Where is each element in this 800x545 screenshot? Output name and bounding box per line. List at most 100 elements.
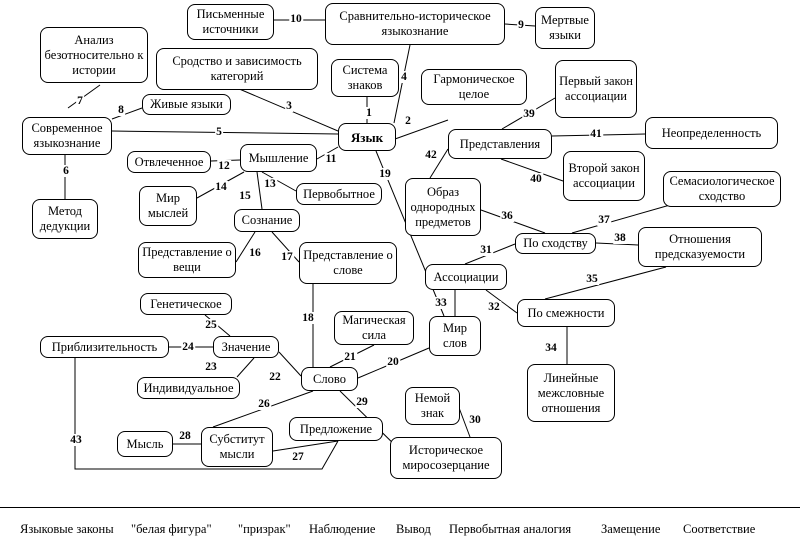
edge-line-30 — [457, 404, 471, 438]
edge-line-37 — [571, 204, 671, 234]
edge-line-27 — [272, 440, 339, 452]
edge-label: 8 — [117, 104, 125, 116]
node-soznanie[interactable]: Сознание — [234, 209, 300, 232]
node-srodstvo[interactable]: Сродство и зависимость категорий — [156, 48, 318, 90]
node-predstavleniya[interactable]: Представления — [448, 129, 552, 159]
edge-label: 6 — [62, 165, 70, 177]
footer-legend: Языковые законы "белая фигура" "призрак"… — [0, 507, 800, 545]
edge-label: 24 — [181, 341, 195, 353]
node-slovo[interactable]: Слово — [301, 367, 358, 391]
node-mir-slov[interactable]: Мир слов — [429, 316, 481, 356]
edge-label: 11 — [324, 153, 338, 165]
edge-label: 1 — [365, 107, 373, 119]
footer-item[interactable]: "призрак" — [238, 522, 291, 536]
edge-label: 40 — [529, 173, 543, 185]
node-substitut[interactable]: Субститут мысли — [201, 427, 273, 467]
node-assoc[interactable]: Ассоциации — [425, 264, 507, 290]
edge-line-17 — [271, 231, 300, 263]
footer-item[interactable]: Соответствие — [683, 522, 756, 536]
edge-line-5 — [111, 130, 339, 135]
node-vtoroi[interactable]: Второй закон ассоциации — [563, 151, 645, 201]
footer-item[interactable]: Наблюдение — [309, 522, 376, 536]
node-mysl[interactable]: Мысль — [117, 431, 173, 457]
edge-label: 22 — [268, 371, 282, 383]
edge-line-8 — [111, 107, 143, 120]
edge-line-38 — [595, 242, 639, 246]
edge-line-13 — [261, 171, 297, 192]
edge-label: 32 — [487, 301, 501, 313]
edge-line-35 — [544, 266, 667, 300]
node-semas[interactable]: Семасиологическое сходство — [663, 171, 781, 207]
edge-line-15 — [256, 171, 263, 210]
edge-line-32 — [485, 289, 518, 314]
edge-line-40 — [500, 158, 564, 182]
edge-label: 25 — [204, 319, 218, 331]
node-pervobytnoe[interactable]: Первобытное — [296, 183, 382, 205]
node-otnosheniya[interactable]: Отношения предсказуемости — [638, 227, 762, 267]
edge-label: 19 — [378, 168, 392, 180]
edge-line-42 — [429, 148, 449, 179]
edge-label: 5 — [215, 126, 223, 138]
edge-label: 23 — [204, 361, 218, 373]
node-po-smezh[interactable]: По смежности — [517, 299, 615, 327]
edge-line-4 — [393, 44, 411, 124]
node-sistema[interactable]: Система знаков — [331, 59, 399, 97]
edge-label: 12 — [217, 160, 231, 172]
edge-label: 7 — [76, 95, 84, 107]
edge-label: 36 — [500, 210, 514, 222]
edge-label: 3 — [285, 100, 293, 112]
edge-label: 10 — [289, 13, 303, 25]
node-predlozhenie[interactable]: Предложение — [289, 417, 383, 441]
edge-label: 38 — [613, 232, 627, 244]
node-priblizh[interactable]: Приблизительность — [40, 336, 169, 358]
node-otvl[interactable]: Отвлеченное — [127, 151, 211, 173]
node-pismennye[interactable]: Письменные источники — [187, 4, 274, 40]
node-lineinye[interactable]: Линейные межсловные отношения — [527, 364, 615, 422]
edge-label: 35 — [585, 273, 599, 285]
node-sovrem[interactable]: Современное языкознание — [22, 117, 112, 155]
node-mertvye[interactable]: Мертвые языки — [535, 7, 595, 49]
node-metod[interactable]: Метод дедукции — [32, 199, 98, 239]
node-indiv[interactable]: Индивидуальное — [137, 377, 240, 399]
node-sravn[interactable]: Сравнительно-историческое языкознание — [325, 3, 505, 45]
node-znachenie[interactable]: Значение — [213, 336, 279, 358]
edge-label: 42 — [424, 149, 438, 161]
node-analiz[interactable]: Анализ безотносительно к истории — [40, 27, 148, 83]
footer-item[interactable]: Вывод — [396, 522, 431, 536]
node-mir-myslei[interactable]: Мир мыслей — [139, 186, 197, 226]
node-pervyi[interactable]: Первый закон ассоциации — [555, 60, 637, 118]
edge-label: 13 — [263, 178, 277, 190]
node-istor[interactable]: Историческое миросозерцание — [390, 437, 502, 479]
edge-label: 34 — [544, 342, 558, 354]
edge-label: 14 — [214, 181, 228, 193]
edge-label: 28 — [178, 430, 192, 442]
node-predst-veschi[interactable]: Представление о вещи — [138, 242, 236, 278]
edge-label: 27 — [291, 451, 305, 463]
node-yazyk[interactable]: Язык — [338, 123, 396, 151]
footer-item[interactable]: Замещение — [601, 522, 661, 536]
edge-line-22 — [278, 351, 302, 377]
edge-label: 20 — [386, 356, 400, 368]
node-nemoi[interactable]: Немой знак — [405, 387, 460, 425]
node-neopr[interactable]: Неопределенность — [645, 117, 778, 149]
edge-label: 17 — [280, 251, 294, 263]
edge-label: 39 — [522, 108, 536, 120]
node-zhivye[interactable]: Живые языки — [142, 94, 231, 115]
edge-label: 37 — [597, 214, 611, 226]
footer-item[interactable]: "белая фигура" — [131, 522, 212, 536]
edge-label: 29 — [355, 396, 369, 408]
edge-label: 15 — [238, 190, 252, 202]
node-po-shodstvu[interactable]: По сходству — [515, 233, 596, 254]
node-predst-slove[interactable]: Представление о слове — [299, 242, 397, 284]
node-garmon[interactable]: Гармоническое целое — [421, 69, 527, 105]
node-magich[interactable]: Магическая сила — [334, 311, 414, 345]
node-myshlenie[interactable]: Мышление — [240, 144, 317, 172]
node-obraz[interactable]: Образ однородных предметов — [405, 178, 481, 236]
edge-label: 41 — [589, 128, 603, 140]
edge-label: 9 — [517, 19, 525, 31]
node-genet[interactable]: Генетическое — [140, 293, 232, 315]
edge-label: 33 — [434, 297, 448, 309]
footer-item[interactable]: Языковые законы — [20, 522, 114, 536]
footer-item[interactable]: Первобытная аналогия — [449, 522, 572, 536]
